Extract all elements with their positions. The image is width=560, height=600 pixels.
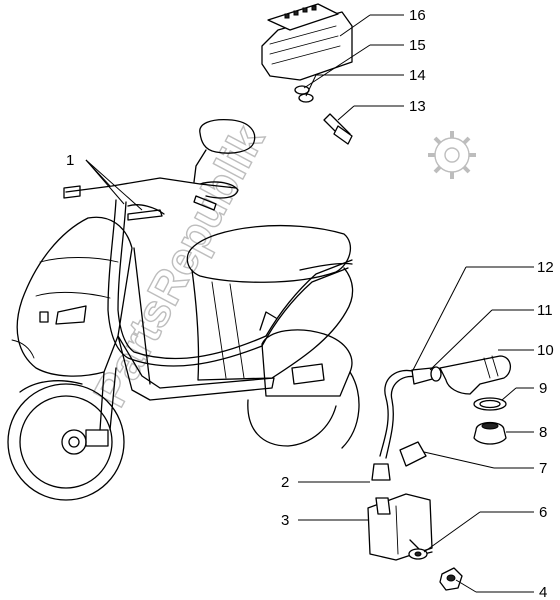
callout-8: 8 [539, 424, 547, 441]
part-13-bolt [323, 113, 353, 145]
callout-2: 2 [281, 474, 289, 491]
callout-12: 12 [537, 259, 554, 276]
scooter-illustration [7, 118, 360, 501]
part-15-spring-washer [294, 85, 310, 95]
part-6-washer [408, 548, 428, 560]
callout-4: 4 [539, 584, 547, 600]
rear-body [191, 267, 354, 381]
callout-14: 14 [409, 67, 426, 84]
part-12-hv-cable [379, 369, 421, 459]
callout-labels: 1 2 3 4 6 7 8 9 10 11 12 13 14 15 16 [66, 7, 554, 600]
wiring-harness [107, 199, 353, 367]
part-4-nut [439, 567, 463, 591]
part-14-washer [298, 93, 314, 103]
callout-16: 16 [409, 7, 426, 24]
callout-11: 11 [537, 302, 553, 319]
part-8-cap-base [473, 421, 507, 445]
callout-7: 7 [539, 460, 547, 477]
watermark-text: PartsRepublik [83, 117, 274, 415]
part-9-seal [473, 397, 507, 411]
engine [261, 329, 353, 397]
callout-15: 15 [409, 37, 426, 54]
part-3-ignition-coil [367, 493, 433, 561]
callout-10: 10 [537, 342, 554, 359]
mirror [199, 118, 256, 154]
callout-13: 13 [409, 98, 426, 115]
handlebar [65, 177, 237, 193]
floorboard [117, 335, 275, 401]
callout-6: 6 [539, 504, 547, 521]
part-7-terminal-cap [399, 441, 427, 467]
watermark-gear-icon [428, 131, 476, 179]
rear-wheel [341, 371, 360, 449]
part-10-spark-plug-cap [439, 355, 511, 395]
part-11-cap-connector [411, 366, 442, 385]
leader-lines [85, 14, 534, 593]
callout-9: 9 [539, 380, 547, 397]
part-2-boot [371, 463, 391, 481]
callout-3: 3 [281, 512, 289, 529]
part-16-voltage-regulator [261, 3, 353, 81]
callout-1: 1 [66, 152, 74, 169]
front-wheel [7, 383, 125, 501]
